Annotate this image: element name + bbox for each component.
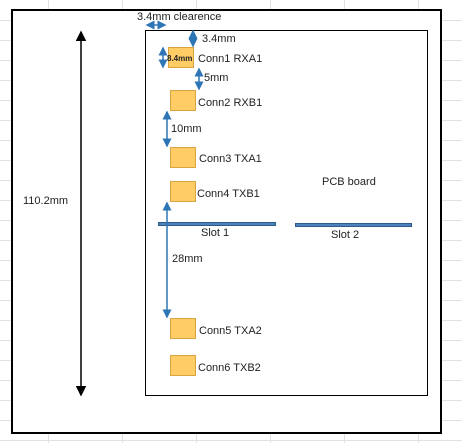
connector-3-pad bbox=[170, 147, 196, 168]
connector-5-label: Conn5 TXA2 bbox=[199, 325, 262, 337]
slot-2-bar bbox=[295, 223, 412, 227]
connector-5-pad bbox=[170, 318, 196, 339]
connector-1-label: Conn1 RXA1 bbox=[198, 53, 263, 65]
connector-6-pad bbox=[170, 355, 196, 376]
board-height-label: 110.2mm bbox=[23, 195, 69, 207]
gridline bbox=[0, 440, 462, 441]
top-gap-label: 3.4mm bbox=[202, 33, 236, 45]
slot-1-label: Slot 1 bbox=[201, 227, 230, 239]
connector-4-label: Conn4 TXB1 bbox=[197, 188, 260, 200]
connector-6-label: Conn6 TXB2 bbox=[198, 362, 261, 374]
slot-2-label: Slot 2 bbox=[331, 229, 360, 241]
connector-size-label: 8.4mm bbox=[167, 54, 193, 63]
connector-2-pad bbox=[170, 90, 196, 111]
connector-4-pad bbox=[170, 181, 196, 202]
gap-10mm-label: 10mm bbox=[171, 123, 202, 135]
connector-2-label: Conn2 RXB1 bbox=[198, 97, 263, 109]
pcb-board-label: PCB board bbox=[322, 176, 376, 188]
slot-1-bar bbox=[158, 222, 276, 226]
connector-3-label: Conn3 TXA1 bbox=[199, 153, 262, 165]
gap-5mm-label: 5mm bbox=[204, 72, 229, 84]
gap-28mm-label: 28mm bbox=[172, 253, 203, 265]
connector-1-pad: 8.4mm bbox=[167, 47, 194, 68]
clearance-label: 3.4mm clearence bbox=[137, 11, 222, 23]
